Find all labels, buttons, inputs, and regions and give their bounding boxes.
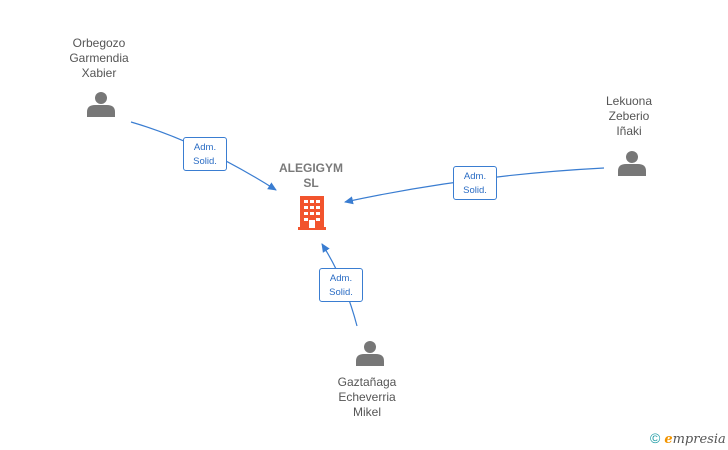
empresia-logo: ©empresia [650,430,726,447]
copyright-icon: © [650,430,661,446]
person-name-gaztanaga[interactable]: Gaztañaga Echeverria Mikel [337,375,397,419]
building-icon[interactable] [298,196,326,230]
relation-label-lekuona: Adm.Solid. [453,166,497,200]
person-name-orbegozo[interactable]: Orbegozo Garmendia Xabier [69,36,129,80]
relation-label-orbegozo: Adm.Solid. [183,137,227,171]
person-icon[interactable] [356,341,384,366]
company-name[interactable]: ALEGIGYM SL [278,161,343,190]
person-name-lekuona[interactable]: Lekuona Zeberio Iñaki [605,94,653,138]
person-icon[interactable] [618,151,646,176]
relation-label-gaztanaga: Adm.Solid. [319,268,363,302]
person-icon[interactable] [87,92,115,117]
